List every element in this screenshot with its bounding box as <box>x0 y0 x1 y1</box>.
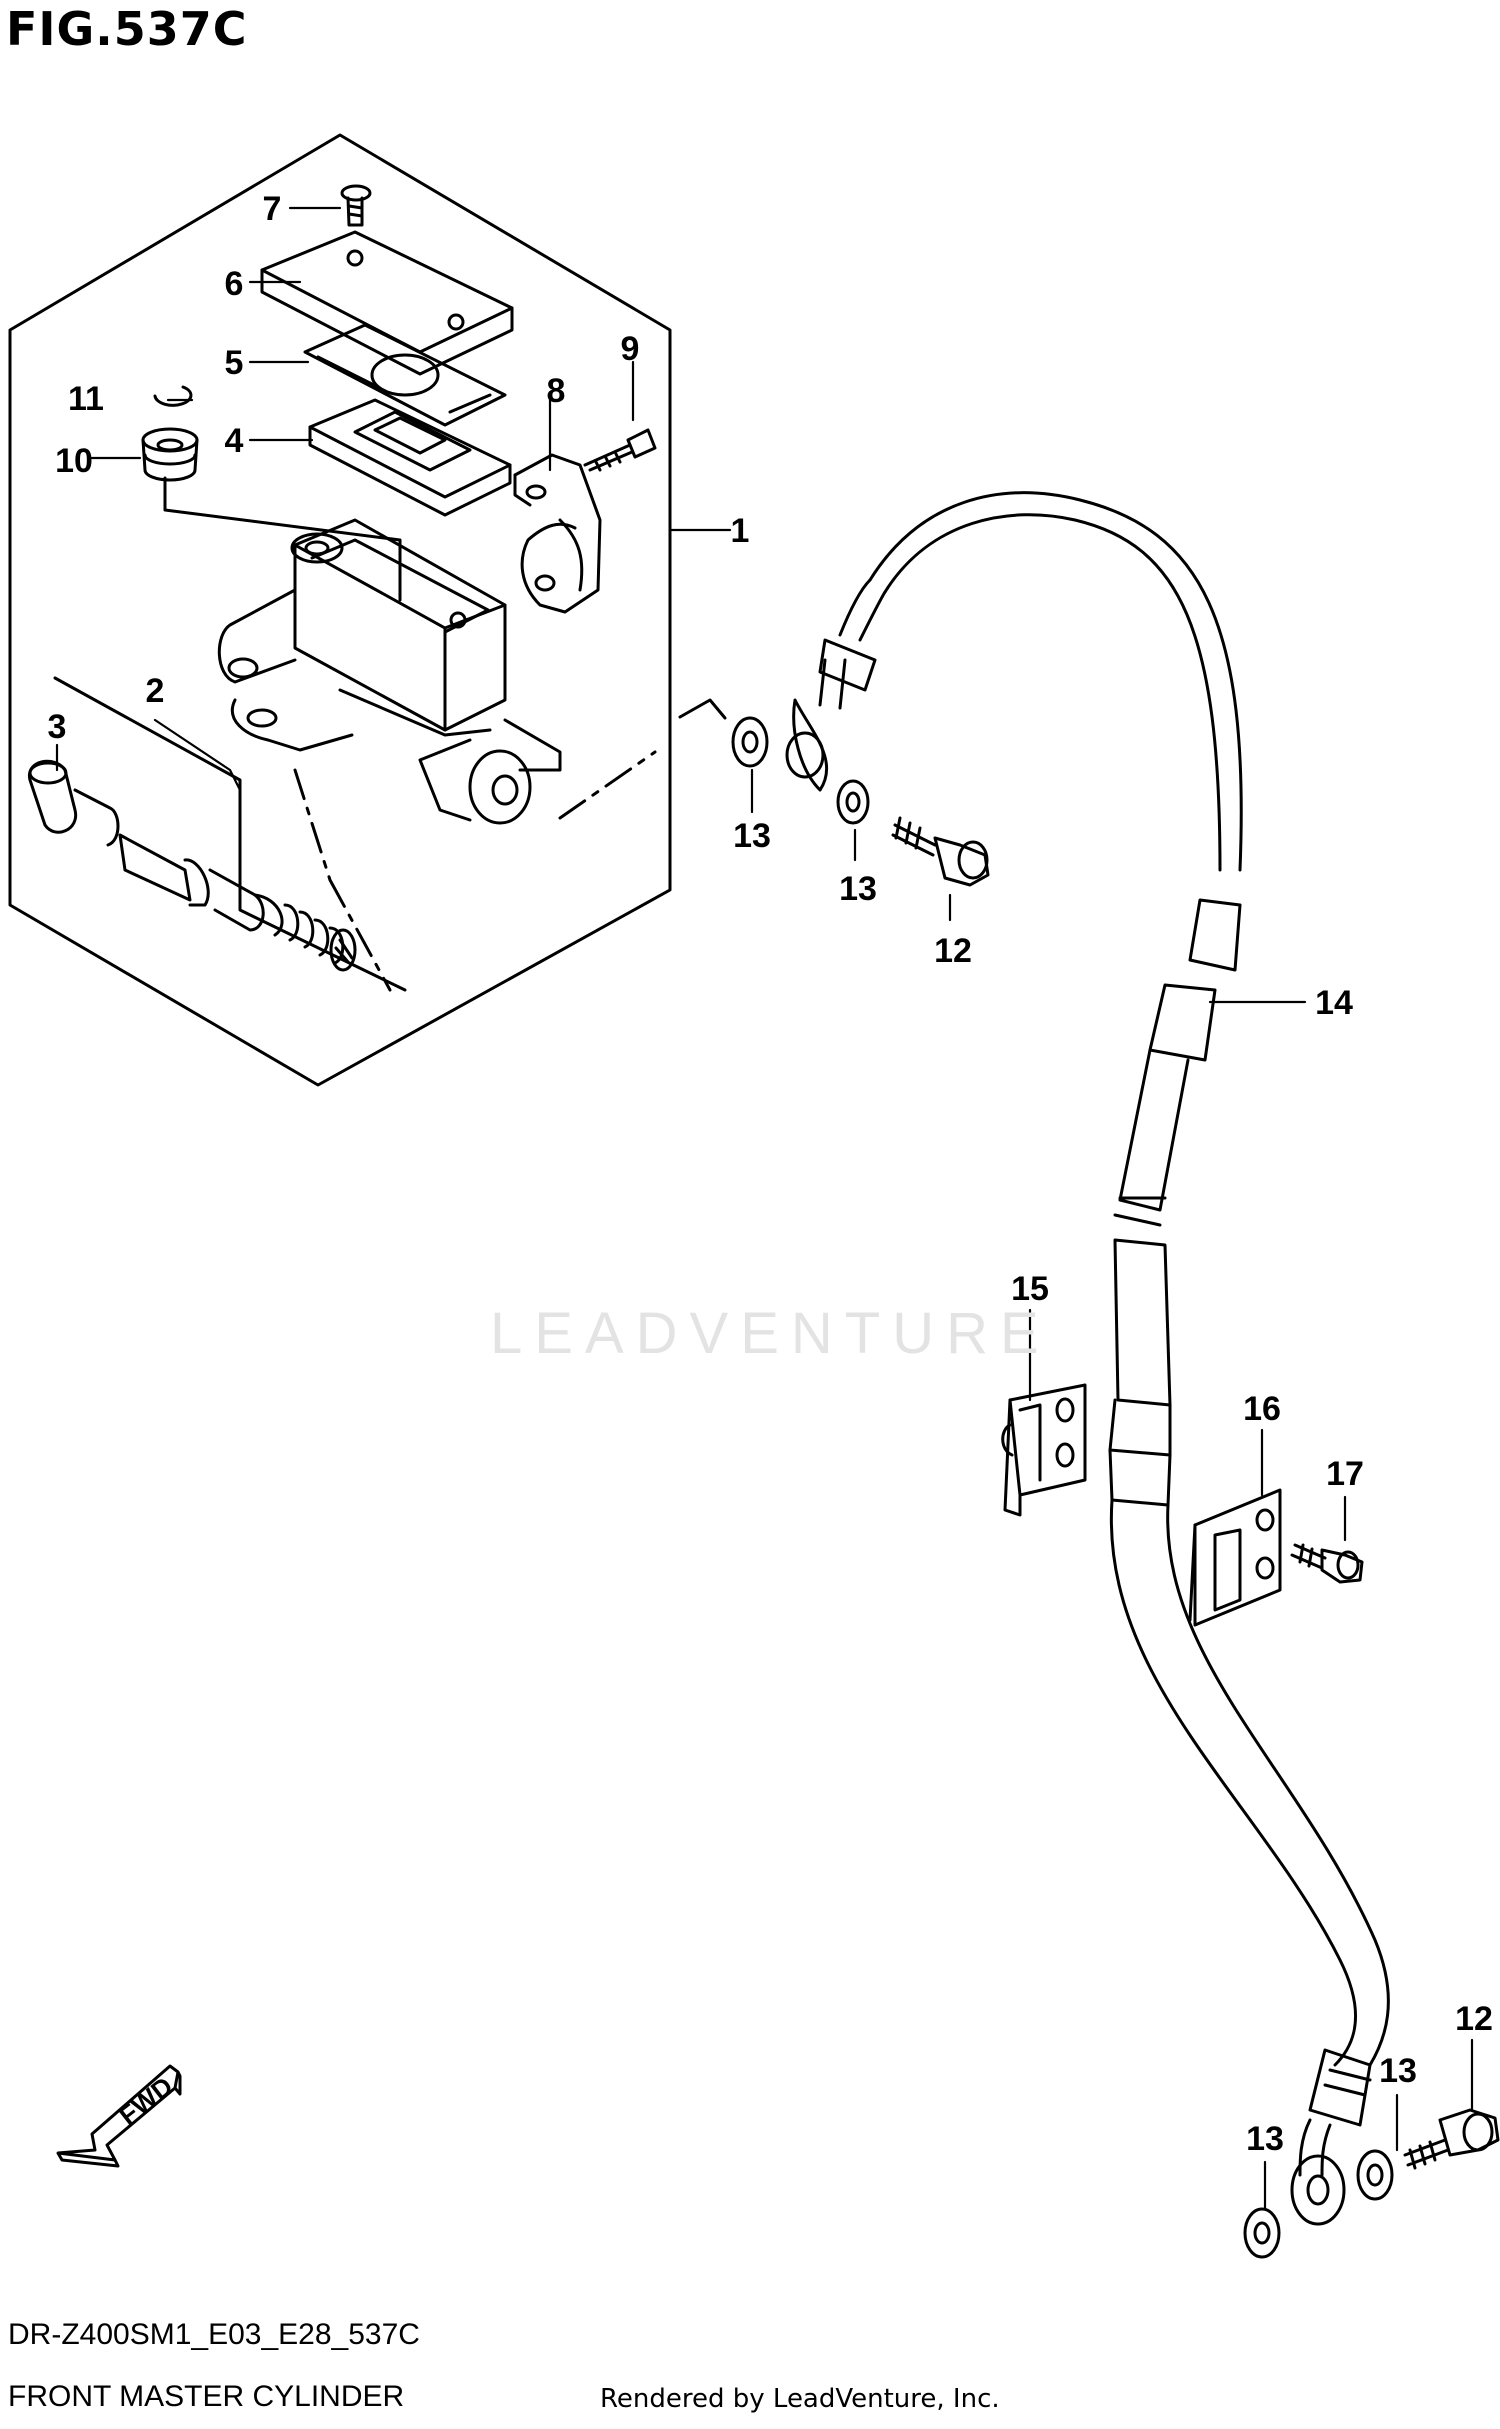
bolt-part-17 <box>1290 1543 1364 1584</box>
callout-2: 2 <box>146 672 165 710</box>
callout-15: 15 <box>1011 1270 1049 1308</box>
callout-6: 6 <box>225 265 244 303</box>
callout-4: 4 <box>225 422 244 460</box>
fwd-arrow-icon <box>56 2064 182 2168</box>
callout-11: 11 <box>68 380 104 418</box>
model-code: DR-Z400SM1_E03_E28_537C <box>8 2318 420 2351</box>
callout-8: 8 <box>547 372 566 410</box>
piston-kit-part-2 <box>28 759 357 972</box>
callout-13-upper-right: 13 <box>839 870 877 908</box>
callout-5: 5 <box>225 344 244 382</box>
washer-part-13a <box>731 716 769 768</box>
callout-13-upper-left: 13 <box>733 817 771 855</box>
banjo-bolt-part-12a <box>891 816 990 887</box>
reservoir-boot-leader <box>163 476 402 602</box>
washer-part-13d <box>1243 2207 1281 2259</box>
callout-16: 16 <box>1243 1390 1281 1428</box>
reservoir-cap-part-6 <box>260 230 514 376</box>
brake-hose-part-14 <box>785 491 1390 2226</box>
callout-13-lower-left: 13 <box>1246 2120 1284 2158</box>
banjo-bolt-part-12b <box>1403 2108 1500 2170</box>
callout-13-lower-right: 13 <box>1379 2052 1417 2090</box>
callout-7: 7 <box>263 190 282 228</box>
circlip-part-11 <box>153 385 193 407</box>
hose-clamp-part-15 <box>1001 1383 1087 1517</box>
callout-12-lower: 12 <box>1455 2000 1493 2038</box>
figure-title: FIG.537C <box>6 2 248 56</box>
screw-part-7 <box>340 184 372 227</box>
callout-1: 1 <box>731 512 750 550</box>
callout-14: 14 <box>1315 984 1353 1022</box>
clamp-bolt-part-9 <box>583 428 657 472</box>
hose-connect-dashed <box>558 750 657 820</box>
boot-part-10 <box>141 427 199 482</box>
piston-leader-bracket <box>53 676 407 992</box>
assembly-boundary <box>8 133 672 1087</box>
washer-part-13c <box>1356 2149 1394 2201</box>
diaphragm-part-4 <box>308 398 512 517</box>
callout-17: 17 <box>1326 1455 1364 1493</box>
leader-lines <box>55 206 1474 2210</box>
callout-12-upper: 12 <box>934 932 972 970</box>
figure-name: FRONT MASTER CYLINDER <box>8 2380 405 2413</box>
hose-clamp-part-16 <box>1188 1488 1282 1627</box>
handlebar-clamp-part-8 <box>513 453 602 614</box>
callout-3: 3 <box>48 708 67 746</box>
washer-part-13b <box>836 779 870 825</box>
watermark-text: LEADVENTURE <box>490 1301 1051 1366</box>
callout-9: 9 <box>621 330 640 368</box>
plate-part-5 <box>303 323 507 427</box>
piston-axis-line <box>293 768 392 992</box>
rendered-by-credit: Rendered by LeadVenture, Inc. <box>600 2384 1000 2414</box>
master-cylinder-body-part-1 <box>217 518 562 825</box>
callout-10: 10 <box>55 442 93 480</box>
fwd-label: FWD <box>113 2071 178 2131</box>
